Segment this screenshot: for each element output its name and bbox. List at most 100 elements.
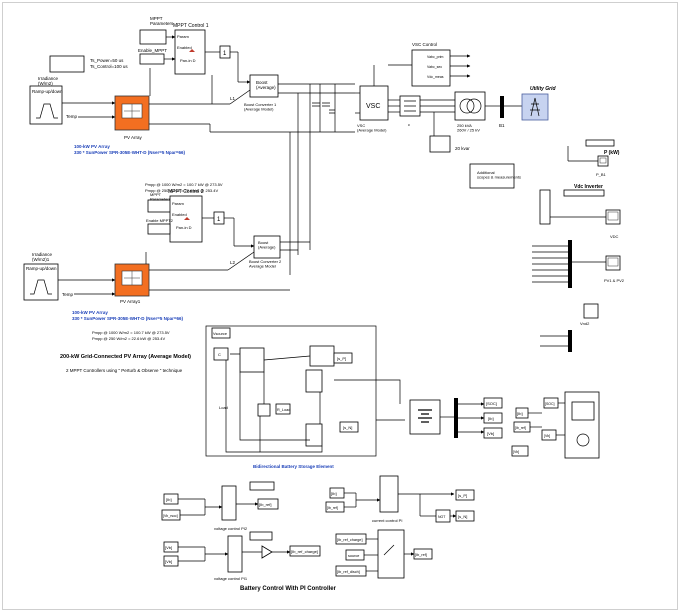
vb-scope-label: [Vb] [513, 450, 519, 454]
pkw-scope[interactable] [597, 155, 609, 167]
battery-bus-selector[interactable] [454, 398, 458, 438]
switch-block-1[interactable] [239, 347, 265, 373]
vsc-block[interactable]: VSC VSC(Average Model) [357, 85, 389, 133]
pv-bus-selector[interactable] [568, 240, 572, 288]
utility-grid[interactable] [521, 93, 549, 121]
vsc-port3: Vdc_meas [427, 75, 444, 79]
vdc-mux[interactable] [539, 189, 551, 225]
vb-from[interactable]: [Vb] [541, 429, 557, 441]
current-control-pi[interactable]: current control PI [372, 475, 402, 523]
choke-block[interactable] [429, 135, 451, 153]
pkw-label: P (kW) [604, 150, 620, 156]
vsc-port2: Vabc_sec [427, 65, 442, 69]
ac-filter[interactable]: c [399, 95, 421, 127]
pv1-pv2-scope[interactable] [605, 255, 621, 271]
sw-in-2-label: source [348, 554, 359, 558]
grid-tower-icon [530, 97, 540, 117]
temp2-label: Temp [62, 292, 74, 297]
soc-from[interactable]: [SOC] [543, 397, 559, 409]
not-label: NOT [438, 515, 446, 519]
vsc-control-block[interactable]: VSC Control Vabc_prim Vabc_sec Vdc_meas [411, 42, 451, 87]
mppt-control-1[interactable]: MPPT Control 1 Param Enabled Pan-in D [173, 23, 209, 75]
sn-goto-ctrl[interactable]: [s_N] [455, 510, 475, 522]
battery-subsystem: Vsource C [s_P] [s_N] Load R_Load [205, 325, 405, 457]
boost2-label: Boost(Average) [258, 240, 276, 250]
soc-scope[interactable] [564, 391, 600, 459]
vb-rsoc-from[interactable]: [Vb_rsoc] [161, 509, 181, 521]
soc-goto[interactable]: [SOC] [483, 397, 503, 409]
sp-goto-ctrl[interactable]: [s_P] [455, 489, 475, 501]
ground-selector[interactable] [568, 330, 572, 352]
vdc-scope[interactable] [605, 209, 621, 225]
vpi1-label: voltage control PI1 [214, 576, 248, 581]
ramp-block-1[interactable]: Ramp-up/down [29, 85, 63, 125]
vb-from-ctrl[interactable]: [Vb] [163, 541, 179, 553]
ibref-goto-1[interactable]: [Ib_ref] [257, 498, 279, 510]
pmpp1-line2: Pmpp @ 250 W/m2 = 22.6 kW @ 253.4V [145, 188, 218, 193]
ts-control-label: Ts_Control=100 us [90, 64, 128, 69]
boost-converter-1[interactable]: Boost(Average) Boost Converter 1(Average… [244, 74, 279, 112]
gain-block-2[interactable]: 1 [213, 211, 225, 225]
svg-text:c: c [408, 122, 410, 127]
enable-mppt-2[interactable]: Enable MPPT2 [146, 218, 174, 235]
ibref-from[interactable]: [Ib_ref] [513, 421, 531, 433]
enable-mppt-1[interactable]: Enable_MPPT [138, 48, 167, 65]
irradiance2-label: Irradiance(W/m2)1 [32, 252, 53, 262]
sn-goto[interactable] [339, 421, 359, 433]
pv-array-2[interactable]: PV Array1 [114, 263, 150, 304]
pv-array-1[interactable]: PV Array [114, 95, 150, 140]
ibref-disch-from[interactable]: [Ib_ref_disch] [335, 565, 367, 577]
soc-goto-label: [SOC] [486, 401, 497, 406]
not-block[interactable]: NOT [435, 509, 451, 523]
pb1-label: P_B1 [596, 172, 607, 177]
source-from[interactable]: source [345, 549, 365, 561]
dc-source[interactable] [213, 347, 229, 361]
ib-goto[interactable]: [Ib] [483, 412, 503, 424]
ramp2-label: Ramp-up/down [26, 266, 57, 271]
mosfet-upper[interactable] [305, 369, 323, 393]
vsource-tag[interactable] [211, 327, 231, 339]
load-resistor[interactable] [257, 403, 271, 417]
switch-block[interactable] [377, 529, 405, 579]
vdc-label: VDC [610, 234, 619, 239]
mppt1-port-enabled: Enabled [177, 45, 192, 50]
inductor-l2-label: L2 [230, 260, 236, 265]
ibref-charge-from[interactable]: [Ib_ref_charge] [335, 533, 367, 545]
bus-b1[interactable]: B1 [499, 96, 505, 128]
ib-from-2[interactable]: [Ib] [329, 487, 345, 499]
ib-goto-label: [Ib] [488, 416, 494, 421]
svg-text:[Ib]: [Ib] [166, 497, 172, 502]
vsc-port1: Vabc_prim [427, 55, 444, 59]
vb-goto[interactable]: [Vb] [483, 427, 503, 439]
vb-scope-from[interactable] [511, 445, 529, 457]
ib-from-ctrl[interactable]: [Ib] [163, 493, 179, 505]
gain-triangle[interactable] [261, 545, 273, 559]
sw-in-3-label: [Ib_ref_disch] [337, 570, 360, 574]
ibref-charge-goto[interactable]: [Ib_ref_charge] [289, 545, 321, 557]
voltage-control-pi1[interactable]: voltage control PI1 [214, 535, 248, 581]
pv1-spec-line2: 330 * SunPower SPR-305E-WHT-D (Nser=5 Np… [74, 150, 186, 155]
switch-block-2[interactable] [309, 345, 335, 367]
mppt1-port-param: Param [177, 34, 189, 39]
sp-label: [s_P] [337, 356, 346, 361]
vnd-scope[interactable] [583, 303, 599, 319]
ramp-block-2[interactable]: Ramp-up/down [23, 263, 59, 301]
ibref-goto-2[interactable]: [Ib_ref] [413, 548, 433, 560]
battery-block[interactable] [409, 399, 441, 435]
vb-from-ctrl-2[interactable]: [Vb] [163, 555, 179, 567]
ibref-from-2[interactable]: [Ib_ref] [325, 501, 345, 513]
sp-goto[interactable] [333, 352, 353, 364]
gain-block-1[interactable]: 1 [219, 45, 231, 59]
mppt-control-2[interactable]: MPPT Control 2 Param Enabled Pan-in D [168, 189, 204, 243]
ib-from[interactable]: [Ib] [515, 407, 529, 419]
mosfet-lower[interactable] [305, 423, 323, 447]
irradiance1-label: Irradiance(W/m2) [38, 76, 59, 86]
voltage-control-pi2[interactable]: voltage control PI2 [214, 485, 248, 531]
rload-tag[interactable] [275, 403, 291, 415]
